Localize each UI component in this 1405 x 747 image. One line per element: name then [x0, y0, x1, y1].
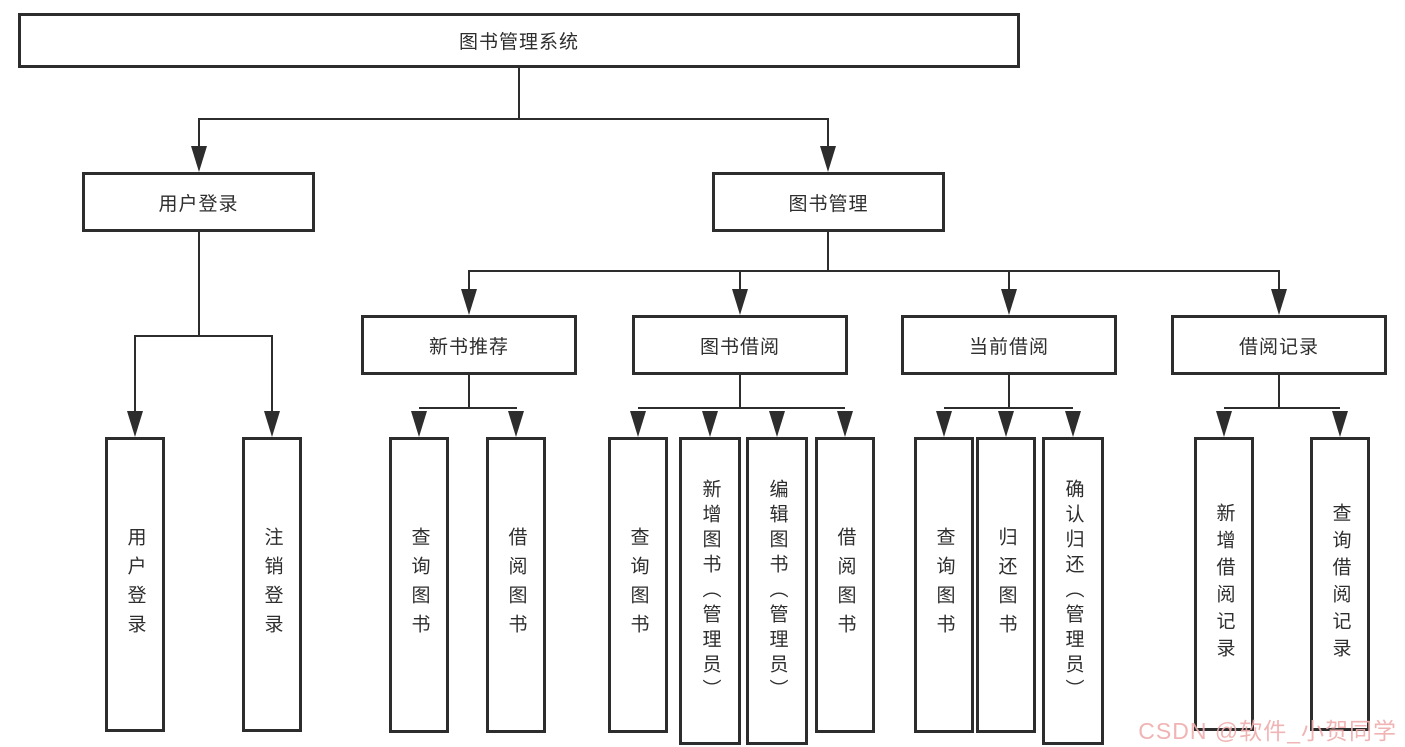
connector-line	[518, 68, 520, 120]
node-current-borrow-label: 当前借阅	[968, 336, 1049, 358]
arrow-down-icon	[191, 146, 207, 172]
connector-line	[827, 232, 829, 272]
leaf-bb-edit-book-admin: 编辑图书（管理员）	[746, 437, 808, 745]
arrow-down-icon	[1065, 411, 1081, 437]
leaf-bb-borrow-books: 借阅图书	[815, 437, 875, 733]
arrow-down-icon	[769, 411, 785, 437]
node-root-label: 图书管理系统	[458, 32, 579, 53]
leaf-br-query-record: 查询借阅记录	[1310, 437, 1370, 731]
leaf-cb-return-books-label: 归还图书	[995, 527, 1017, 643]
connector-line	[468, 375, 470, 409]
connector-line	[135, 335, 272, 337]
leaf-nb-query-books-label: 查询图书	[408, 527, 430, 643]
leaf-cb-query-books: 查询图书	[914, 437, 974, 733]
node-new-book-recommend: 新书推荐	[361, 315, 577, 375]
connector-line	[199, 118, 829, 120]
connector-line	[1278, 375, 1280, 409]
leaf-bb-query-books-label: 查询图书	[627, 527, 649, 643]
node-user-login: 用户登录	[82, 172, 315, 232]
connector-line	[198, 232, 200, 337]
node-borrow-records: 借阅记录	[1171, 315, 1387, 375]
leaf-user-login: 用户登录	[105, 437, 165, 732]
node-new-book-recommend-label: 新书推荐	[428, 336, 509, 358]
node-book-borrow: 图书借阅	[632, 315, 848, 375]
node-book-borrow-label: 图书借阅	[699, 336, 780, 358]
leaf-nb-query-books: 查询图书	[389, 437, 449, 733]
leaf-bb-edit-book-admin-label: 编辑图书（管理员）	[766, 478, 788, 704]
watermark: CSDN @软件_小贺同学	[1138, 718, 1397, 744]
leaf-cb-confirm-return-admin-label: 确认归还（管理员）	[1062, 478, 1084, 704]
arrow-down-icon	[1332, 411, 1348, 437]
leaf-nb-borrow-books: 借阅图书	[486, 437, 546, 733]
connector-line	[944, 407, 1073, 409]
arrow-down-icon	[820, 146, 836, 172]
leaf-br-query-record-label: 查询借阅记录	[1329, 503, 1351, 665]
arrow-down-icon	[837, 411, 853, 437]
connector-line	[419, 407, 517, 409]
arrow-down-icon	[461, 289, 477, 315]
leaf-logout: 注销登录	[242, 437, 302, 732]
leaf-br-add-record: 新增借阅记录	[1194, 437, 1254, 731]
connector-line	[134, 335, 136, 413]
node-root: 图书管理系统	[18, 13, 1020, 68]
arrow-down-icon	[630, 411, 646, 437]
connector-line	[827, 118, 829, 150]
leaf-bb-add-book-admin: 新增图书（管理员）	[679, 437, 741, 745]
connector-line	[739, 375, 741, 409]
arrow-down-icon	[998, 411, 1014, 437]
connector-line	[271, 335, 273, 413]
connector-line	[198, 118, 200, 150]
arrow-down-icon	[264, 411, 280, 437]
connector-line	[1278, 270, 1280, 292]
arrow-down-icon	[1216, 411, 1232, 437]
leaf-nb-borrow-books-label: 借阅图书	[505, 527, 527, 643]
arrow-down-icon	[508, 411, 524, 437]
connector-line	[638, 407, 845, 409]
leaf-logout-label: 注销登录	[261, 526, 283, 643]
arrow-down-icon	[1271, 289, 1287, 315]
arrow-down-icon	[127, 411, 143, 437]
connector-line	[468, 270, 470, 292]
connector-line	[1008, 270, 1010, 292]
leaf-br-add-record-label: 新增借阅记录	[1213, 503, 1235, 665]
connector-line	[739, 270, 741, 292]
leaf-bb-query-books: 查询图书	[608, 437, 668, 733]
arrow-down-icon	[411, 411, 427, 437]
leaf-cb-query-books-label: 查询图书	[933, 527, 955, 643]
node-borrow-records-label: 借阅记录	[1238, 336, 1319, 358]
node-book-management-label: 图书管理	[788, 193, 869, 215]
node-user-login-label: 用户登录	[158, 193, 239, 215]
connector-line	[1008, 375, 1010, 409]
leaf-bb-add-book-admin-label: 新增图书（管理员）	[699, 478, 721, 704]
arrow-down-icon	[732, 289, 748, 315]
arrow-down-icon	[936, 411, 952, 437]
leaf-cb-confirm-return-admin: 确认归还（管理员）	[1042, 437, 1104, 745]
connector-line	[469, 270, 1279, 272]
node-book-management: 图书管理	[712, 172, 945, 232]
arrow-down-icon	[702, 411, 718, 437]
node-current-borrow: 当前借阅	[901, 315, 1117, 375]
leaf-user-login-label: 用户登录	[124, 526, 146, 643]
leaf-bb-borrow-books-label: 借阅图书	[834, 527, 856, 643]
connector-line	[1224, 407, 1340, 409]
leaf-cb-return-books: 归还图书	[976, 437, 1036, 733]
arrow-down-icon	[1001, 289, 1017, 315]
